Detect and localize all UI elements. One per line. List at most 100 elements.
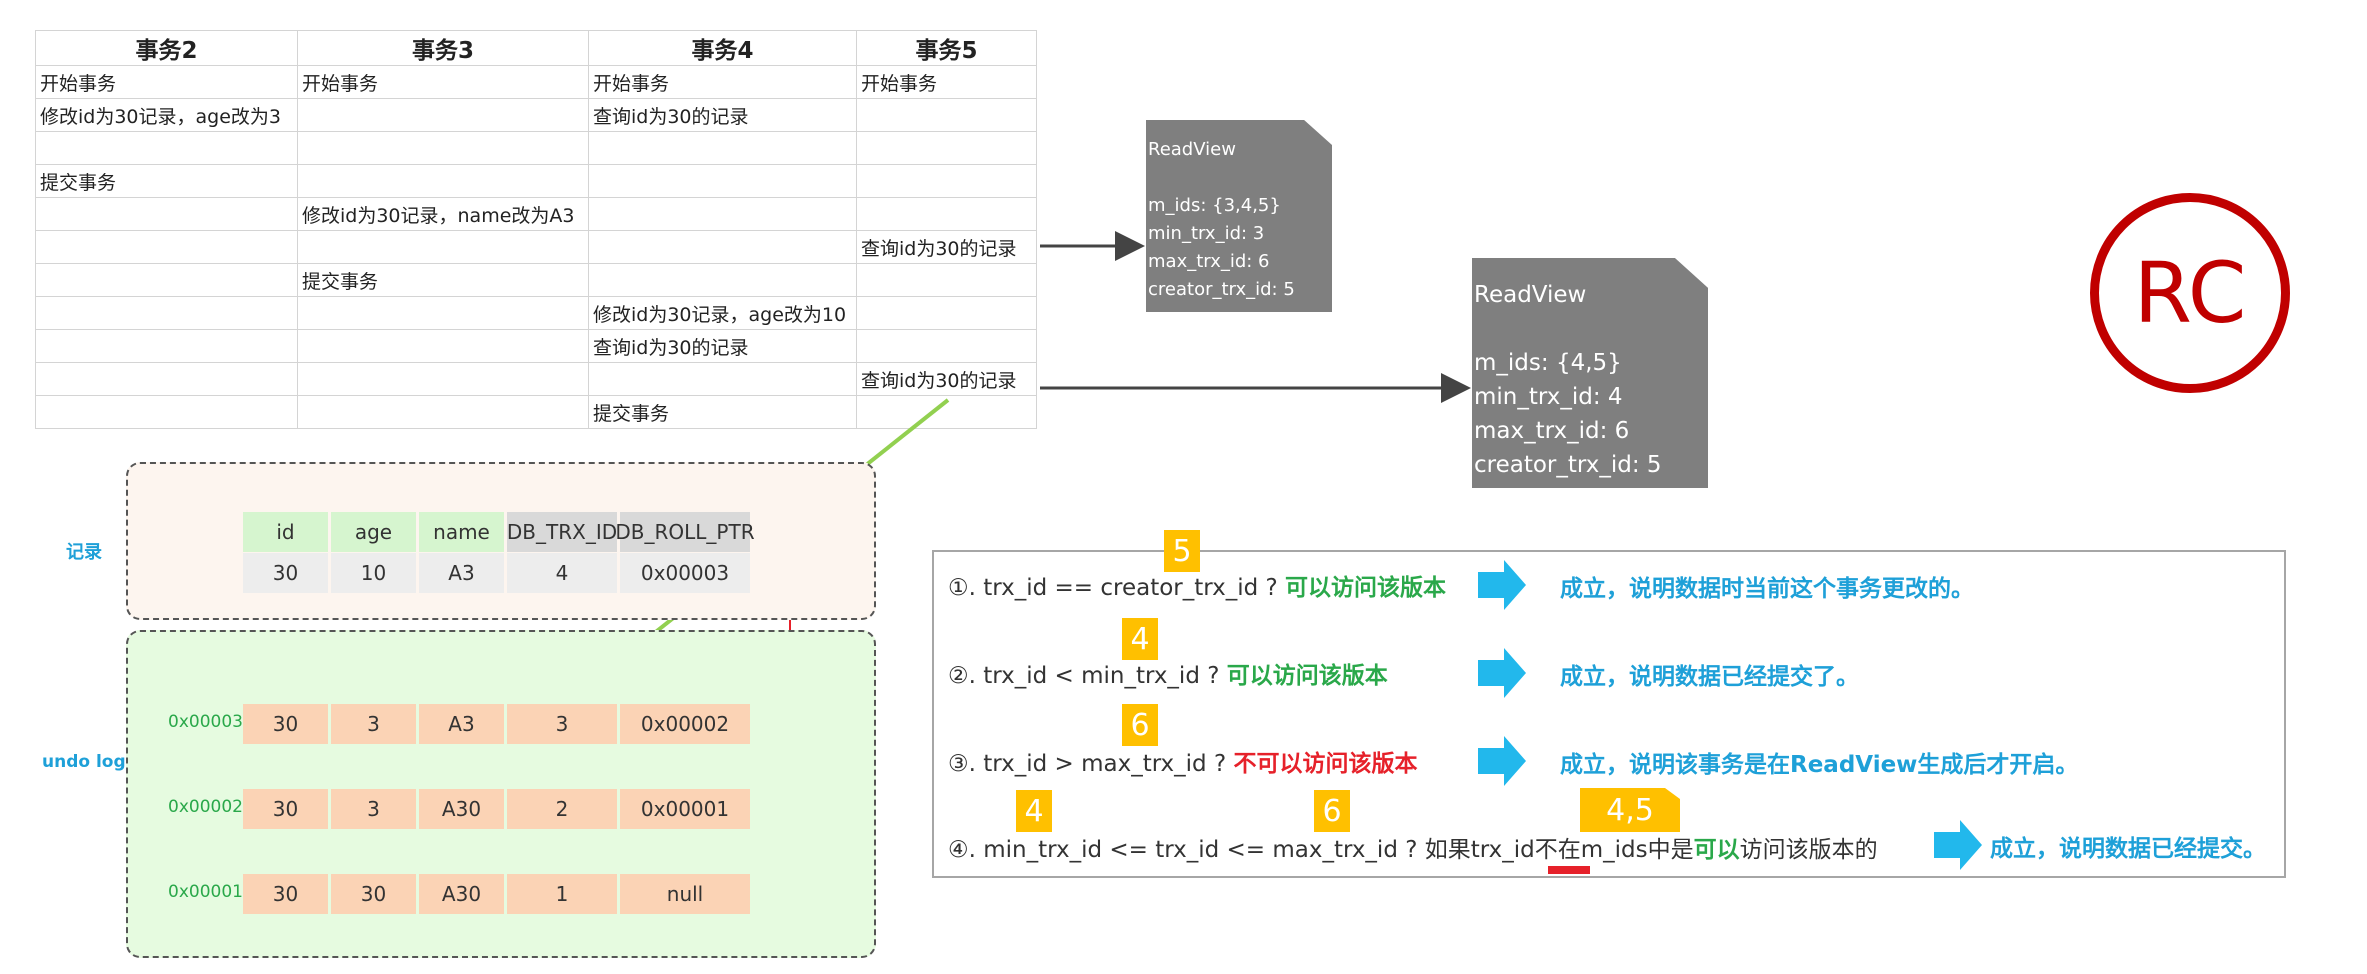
undo-row: 30 30 A30 1 null	[243, 874, 753, 914]
arrow-right-icon	[1478, 648, 1526, 698]
record-col-name: name	[419, 512, 504, 552]
rule-4-not-in: 不在	[1534, 837, 1581, 863]
badge-max: 6	[1122, 704, 1158, 746]
record-col-roll-ptr: DB_ROLL_PTR	[615, 512, 755, 552]
undo-value: 30	[243, 874, 328, 914]
table-cell	[297, 329, 589, 363]
table-cell: 查询id为30的记录	[588, 98, 857, 132]
table-cell	[856, 164, 1037, 198]
undo-value: 3	[331, 704, 416, 744]
table-row: 修改id为30记录，age改为10	[35, 296, 1037, 330]
table-cell	[297, 362, 589, 396]
table-header: 事务5	[856, 30, 1037, 66]
record-value: A3	[419, 553, 504, 593]
transaction-table: 事务2 事务3 事务4 事务5 开始事务开始事务开始事务开始事务 修改id为30…	[35, 30, 1037, 429]
arrow-right-icon	[1478, 736, 1526, 786]
undo-addr: 0x00002	[168, 797, 243, 817]
undo-value: 0x00001	[620, 789, 750, 829]
table-cell	[35, 263, 298, 297]
table-cell: 修改id为30记录，name改为A3	[297, 197, 589, 231]
undo-addr: 0x00001	[168, 882, 243, 902]
undo-log-label: undo log	[42, 752, 126, 772]
readview-title: ReadView	[1148, 139, 1236, 160]
table-cell: 查询id为30的记录	[588, 329, 857, 363]
table-header: 事务3	[297, 30, 589, 66]
readview-m-ids: m_ids: {4,5}	[1474, 350, 1622, 376]
table-cell: 开始事务	[588, 65, 857, 99]
visibility-rules-box	[932, 550, 2286, 878]
rule-4: ④. min_trx_id <= trx_id <= max_trx_id ? …	[948, 830, 1878, 864]
record-value: 30	[243, 553, 328, 593]
table-cell	[297, 131, 589, 165]
rule-3-result: 成立，说明该事务是在ReadView生成后才开启。	[1560, 752, 2079, 778]
rule-1-condition: ①. trx_id == creator_trx_id ?	[948, 575, 1278, 601]
undo-value: 30	[243, 789, 328, 829]
badge-r4-mids: 4,5	[1580, 788, 1680, 832]
record-header-row: id age name DB_TRX_ID DB_ROLL_PTR	[243, 512, 755, 552]
undo-row: 30 3 A30 2 0x00001	[243, 789, 753, 829]
rule-4-condition: ④. min_trx_id <= trx_id <= max_trx_id ? …	[948, 837, 1535, 863]
readview-m-ids: m_ids: {3,4,5}	[1148, 195, 1281, 216]
table-cell	[588, 362, 857, 396]
badge-r4-max: 6	[1314, 790, 1350, 832]
undo-value: 3	[331, 789, 416, 829]
undo-value: 1	[507, 874, 617, 914]
table-cell: 开始事务	[35, 65, 298, 99]
badge-r4-min: 4	[1016, 790, 1052, 832]
table-header: 事务2	[35, 30, 298, 66]
not-in-underline	[1548, 866, 1590, 874]
table-cell	[297, 395, 589, 429]
table-cell	[588, 230, 857, 264]
readview-2: ReadView m_ids: {4,5} min_trx_id: 4 max_…	[1472, 258, 1708, 488]
arrow-right-icon	[1934, 820, 1982, 870]
table-row: 提交事务	[35, 263, 1037, 297]
table-row	[35, 131, 1037, 165]
readview-title: ReadView	[1474, 282, 1587, 308]
record-value: 4	[507, 553, 617, 593]
rule-2-verdict: 可以访问该版本	[1226, 663, 1388, 689]
undo-row: 30 3 A3 3 0x00002	[243, 704, 753, 744]
readview-max-trx-id: max_trx_id: 6	[1148, 251, 1270, 272]
rule-2: ②. trx_id < min_trx_id ? 可以访问该版本	[948, 656, 1388, 690]
table-cell: 修改id为30记录，age改为10	[588, 296, 857, 330]
readview-min-trx-id: min_trx_id: 3	[1148, 223, 1265, 244]
undo-value: null	[620, 874, 750, 914]
table-row: 提交事务	[35, 395, 1037, 429]
table-cell	[856, 131, 1037, 165]
undo-value: 0x00002	[620, 704, 750, 744]
record-col-trx-id: DB_TRX_ID	[507, 512, 617, 552]
record-value: 0x00003	[620, 553, 750, 593]
rule-4-suffix: 访问该版本的	[1739, 837, 1878, 863]
table-header-row: 事务2 事务3 事务4 事务5	[35, 30, 1037, 66]
table-cell	[588, 263, 857, 297]
table-cell: 查询id为30的记录	[856, 230, 1037, 264]
readview-creator-trx-id: creator_trx_id: 5	[1148, 279, 1295, 300]
rule-4-middle: m_ids中是	[1580, 837, 1694, 863]
rule-4-result: 成立，说明数据已经提交。	[1990, 836, 2266, 862]
rule-2-result: 成立，说明数据已经提交了。	[1560, 664, 1859, 690]
rule-2-condition: ②. trx_id < min_trx_id ?	[948, 663, 1220, 689]
isolation-level-badge: RC	[2090, 193, 2290, 393]
table-row: 查询id为30的记录	[35, 362, 1037, 396]
table-cell	[856, 98, 1037, 132]
record-value-row: 30 10 A3 4 0x00003	[243, 553, 753, 593]
undo-value: A3	[419, 704, 504, 744]
table-cell: 修改id为30记录，age改为3	[35, 98, 298, 132]
arrow-right-icon	[1478, 560, 1526, 610]
rule-4-can: 可以	[1693, 837, 1740, 863]
readview-min-trx-id: min_trx_id: 4	[1474, 384, 1623, 410]
badge-min: 4	[1122, 618, 1158, 660]
record-col-age: age	[331, 512, 416, 552]
table-cell	[297, 230, 589, 264]
table-cell	[35, 395, 298, 429]
table-row: 修改id为30记录，age改为3 查询id为30的记录	[35, 98, 1037, 132]
table-cell	[297, 164, 589, 198]
table-cell	[856, 329, 1037, 363]
readview-1: ReadView m_ids: {3,4,5} min_trx_id: 3 ma…	[1146, 120, 1332, 312]
undo-value: 30	[243, 704, 328, 744]
table-cell: 查询id为30的记录	[856, 362, 1037, 396]
table-cell	[856, 263, 1037, 297]
undo-value: A30	[419, 789, 504, 829]
table-cell: 提交事务	[588, 395, 857, 429]
readview-max-trx-id: max_trx_id: 6	[1474, 418, 1630, 444]
